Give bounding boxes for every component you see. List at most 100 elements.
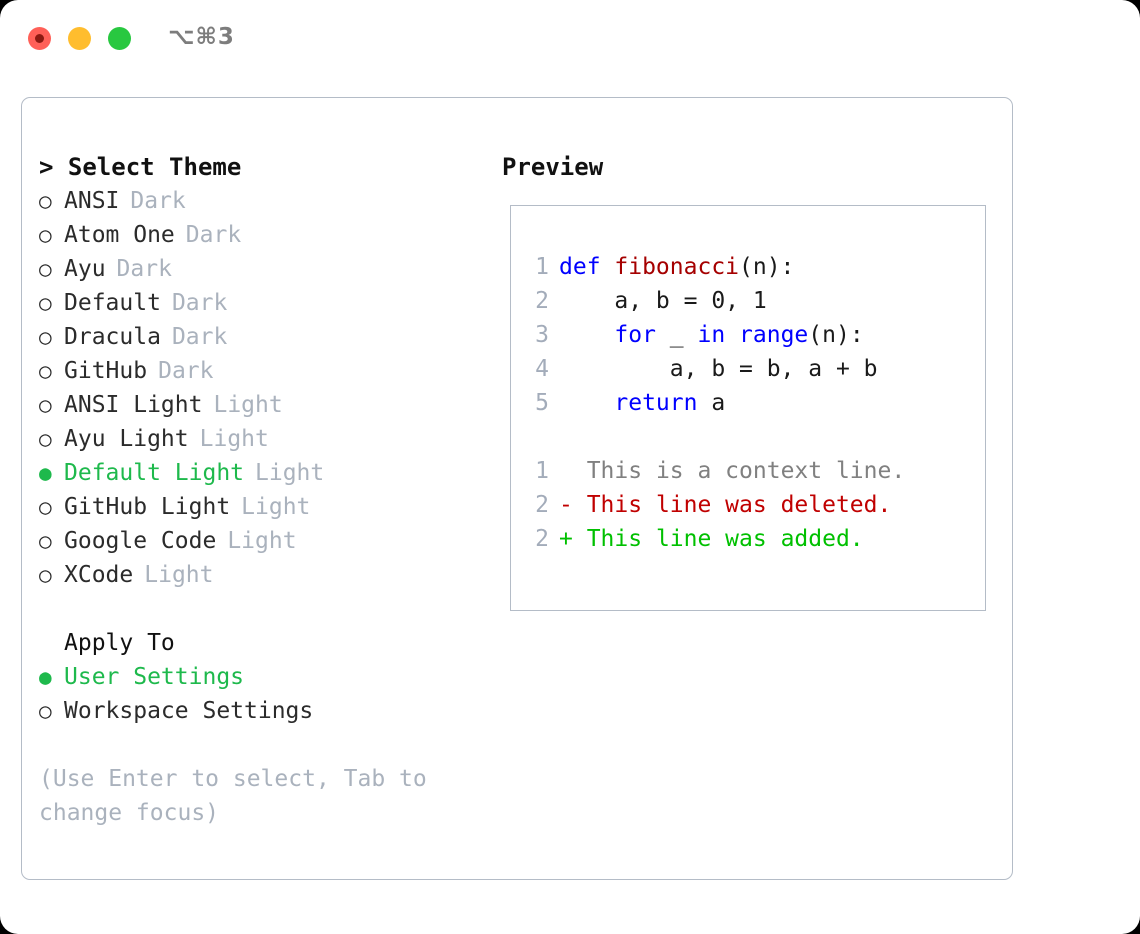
theme-name: XCode (64, 562, 134, 588)
theme-name: Default (64, 290, 161, 316)
diff-sign (559, 454, 587, 488)
code-content: return a (559, 386, 725, 420)
apply-to-label: Workspace Settings (64, 698, 314, 724)
line-number: 1 (535, 254, 549, 280)
window-title: ⌥⌘3 (168, 24, 235, 50)
theme-variant: Light (144, 562, 214, 588)
radio-icon[interactable]: ○ (39, 427, 52, 451)
apply-to-list[interactable]: ● User Settings ○ Workspace Settings (39, 660, 469, 728)
close-button[interactable] (28, 27, 51, 50)
list-gap (39, 592, 469, 626)
radio-icon[interactable]: ○ (39, 529, 52, 553)
diff-sign: + (559, 526, 587, 552)
theme-name: GitHub Light (64, 494, 231, 520)
list-item[interactable]: ○ Default Dark (39, 286, 469, 320)
token-function: fibonacci (614, 254, 740, 280)
radio-icon[interactable]: ○ (39, 291, 52, 315)
token-keyword: def (559, 254, 615, 280)
list-item[interactable]: ○ ANSI Dark (39, 184, 469, 218)
token-plain: _ (655, 322, 698, 348)
theme-name: ANSI (64, 188, 120, 214)
diff-sign: - (559, 492, 587, 518)
radio-icon[interactable]: ○ (39, 359, 52, 383)
radio-icon[interactable]: ○ (39, 495, 52, 519)
token-plain: (n): (808, 322, 864, 348)
code-content: for _ in range(n): (559, 318, 864, 352)
radio-icon[interactable]: ○ (39, 189, 52, 213)
list-item[interactable]: ○ ANSI Light Light (39, 388, 469, 422)
radio-icon[interactable]: ○ (39, 325, 52, 349)
token-plain: a, b = 0, 1 (559, 288, 767, 314)
theme-name: Atom One (64, 222, 175, 248)
radio-icon[interactable]: ○ (39, 699, 52, 723)
token-builtin: range (739, 322, 809, 348)
list-item-selected[interactable]: ● Default Light Light (39, 456, 469, 490)
diff-text: This line was deleted. (586, 492, 892, 518)
radio-icon[interactable]: ○ (39, 393, 52, 417)
diff-text: This is a context line. (586, 458, 906, 484)
theme-variant: Dark (171, 290, 228, 316)
line-number: 5 (535, 390, 549, 416)
radio-icon[interactable]: ○ (39, 257, 52, 281)
minimize-button[interactable] (68, 27, 91, 50)
list-item[interactable]: ○ Google Code Light (39, 524, 469, 558)
preview-header: Preview (502, 153, 604, 181)
theme-variant: Dark (185, 222, 242, 248)
line-number: 3 (535, 322, 549, 348)
list-item[interactable]: ○ Dracula Dark (39, 320, 469, 354)
apply-to-workspace-settings[interactable]: ○ Workspace Settings (39, 694, 469, 728)
apply-to-header: Apply To (64, 630, 175, 656)
maximize-button[interactable] (108, 27, 131, 50)
list-item[interactable]: ○ XCode Light (39, 558, 469, 592)
theme-list[interactable]: ○ ANSI Dark ○ Atom One Dark ○ Ayu Dark ○… (39, 184, 469, 592)
radio-icon-selected[interactable]: ● (39, 461, 52, 485)
radio-icon-selected[interactable]: ● (39, 665, 52, 689)
theme-variant: Light (199, 426, 269, 452)
line-number: 2 (535, 288, 549, 314)
line-number: 1 (535, 458, 549, 484)
code-gap (521, 420, 979, 454)
list-item[interactable]: ○ GitHub Dark (39, 354, 469, 388)
theme-name: Default Light (64, 460, 245, 486)
token-keyword: return (614, 390, 698, 416)
code-line: 1 def fibonacci(n): (521, 250, 979, 284)
diff-line-context: 1 This is a context line. (521, 454, 979, 488)
list-item[interactable]: ○ Ayu Dark (39, 252, 469, 286)
list-item[interactable]: ○ Atom One Dark (39, 218, 469, 252)
token-plain: a (697, 390, 726, 416)
theme-variant: Dark (158, 358, 214, 384)
radio-icon[interactable]: ○ (39, 563, 52, 587)
title-bar: ⌥⌘3 (0, 0, 1140, 76)
diff-line-added: 2 + This line was added. (521, 522, 979, 556)
code-line: 3 for _ in range(n): (521, 318, 979, 352)
token-plain: a, b = b, a + b (559, 356, 878, 382)
code-sample: 1 def fibonacci(n): 2 a, b = 0, 1 3 for … (521, 250, 979, 556)
code-content: a, b = 0, 1 (559, 284, 767, 318)
theme-name: Google Code (64, 528, 217, 554)
close-icon (35, 34, 44, 43)
line-number: 4 (535, 356, 549, 382)
apply-to-user-settings[interactable]: ● User Settings (39, 660, 469, 694)
theme-variant: Light (241, 494, 311, 520)
theme-variant: Light (227, 528, 297, 554)
code-line: 5 return a (521, 386, 979, 420)
theme-name: ANSI Light (64, 392, 203, 418)
theme-selector-column: > Select Theme ○ ANSI Dark ○ Atom One Da… (39, 150, 469, 830)
list-item[interactable]: ○ GitHub Light Light (39, 490, 469, 524)
theme-name: Ayu Light (64, 426, 189, 452)
token-plain (725, 322, 739, 348)
theme-name: Ayu (64, 256, 106, 282)
code-line: 4 a, b = b, a + b (521, 352, 979, 386)
select-theme-header: > Select Theme (39, 153, 242, 181)
list-item[interactable]: ○ Ayu Light Light (39, 422, 469, 456)
code-content: a, b = b, a + b (559, 352, 878, 386)
main-panel: > Select Theme ○ ANSI Dark ○ Atom One Da… (21, 97, 1013, 880)
code-line: 2 a, b = 0, 1 (521, 284, 979, 318)
theme-variant: Light (213, 392, 283, 418)
radio-icon[interactable]: ○ (39, 223, 52, 247)
line-number: 2 (535, 526, 549, 552)
diff-text: This line was added. (586, 526, 864, 552)
token-keyword: for (614, 322, 656, 348)
token-plain (559, 322, 614, 348)
